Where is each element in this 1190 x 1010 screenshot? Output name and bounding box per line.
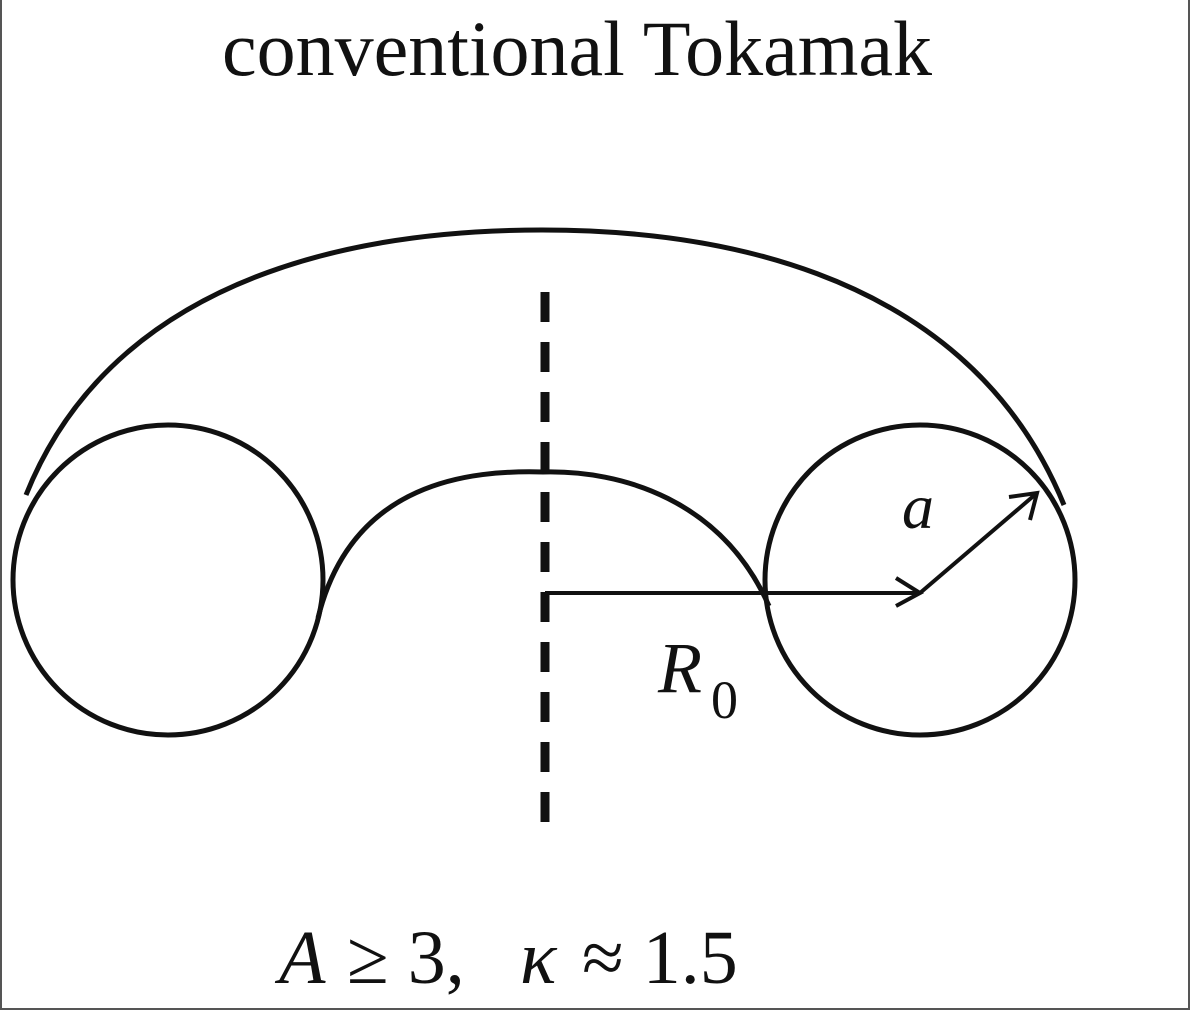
major-radius-label: R bbox=[657, 628, 702, 708]
minor-radius-arrow bbox=[918, 491, 1039, 595]
caption-aspect-relation: ≥ 3, bbox=[347, 916, 465, 1000]
minor-radius-arrowhead bbox=[1008, 490, 1040, 521]
caption-elongation-relation: ≈ 1.5 bbox=[582, 916, 738, 1000]
minor-radius-label: a bbox=[902, 471, 934, 542]
left-cross-section-circle bbox=[10, 422, 326, 738]
major-radius-subscript: 0 bbox=[711, 670, 738, 730]
caption-elongation-symbol: κ bbox=[520, 916, 558, 1000]
torus-outer-outline bbox=[23, 227, 1067, 506]
right-cross-section-circle bbox=[762, 422, 1078, 738]
caption-aspect-symbol: A bbox=[274, 916, 326, 1000]
figure-title: conventional Tokamak bbox=[222, 5, 932, 92]
